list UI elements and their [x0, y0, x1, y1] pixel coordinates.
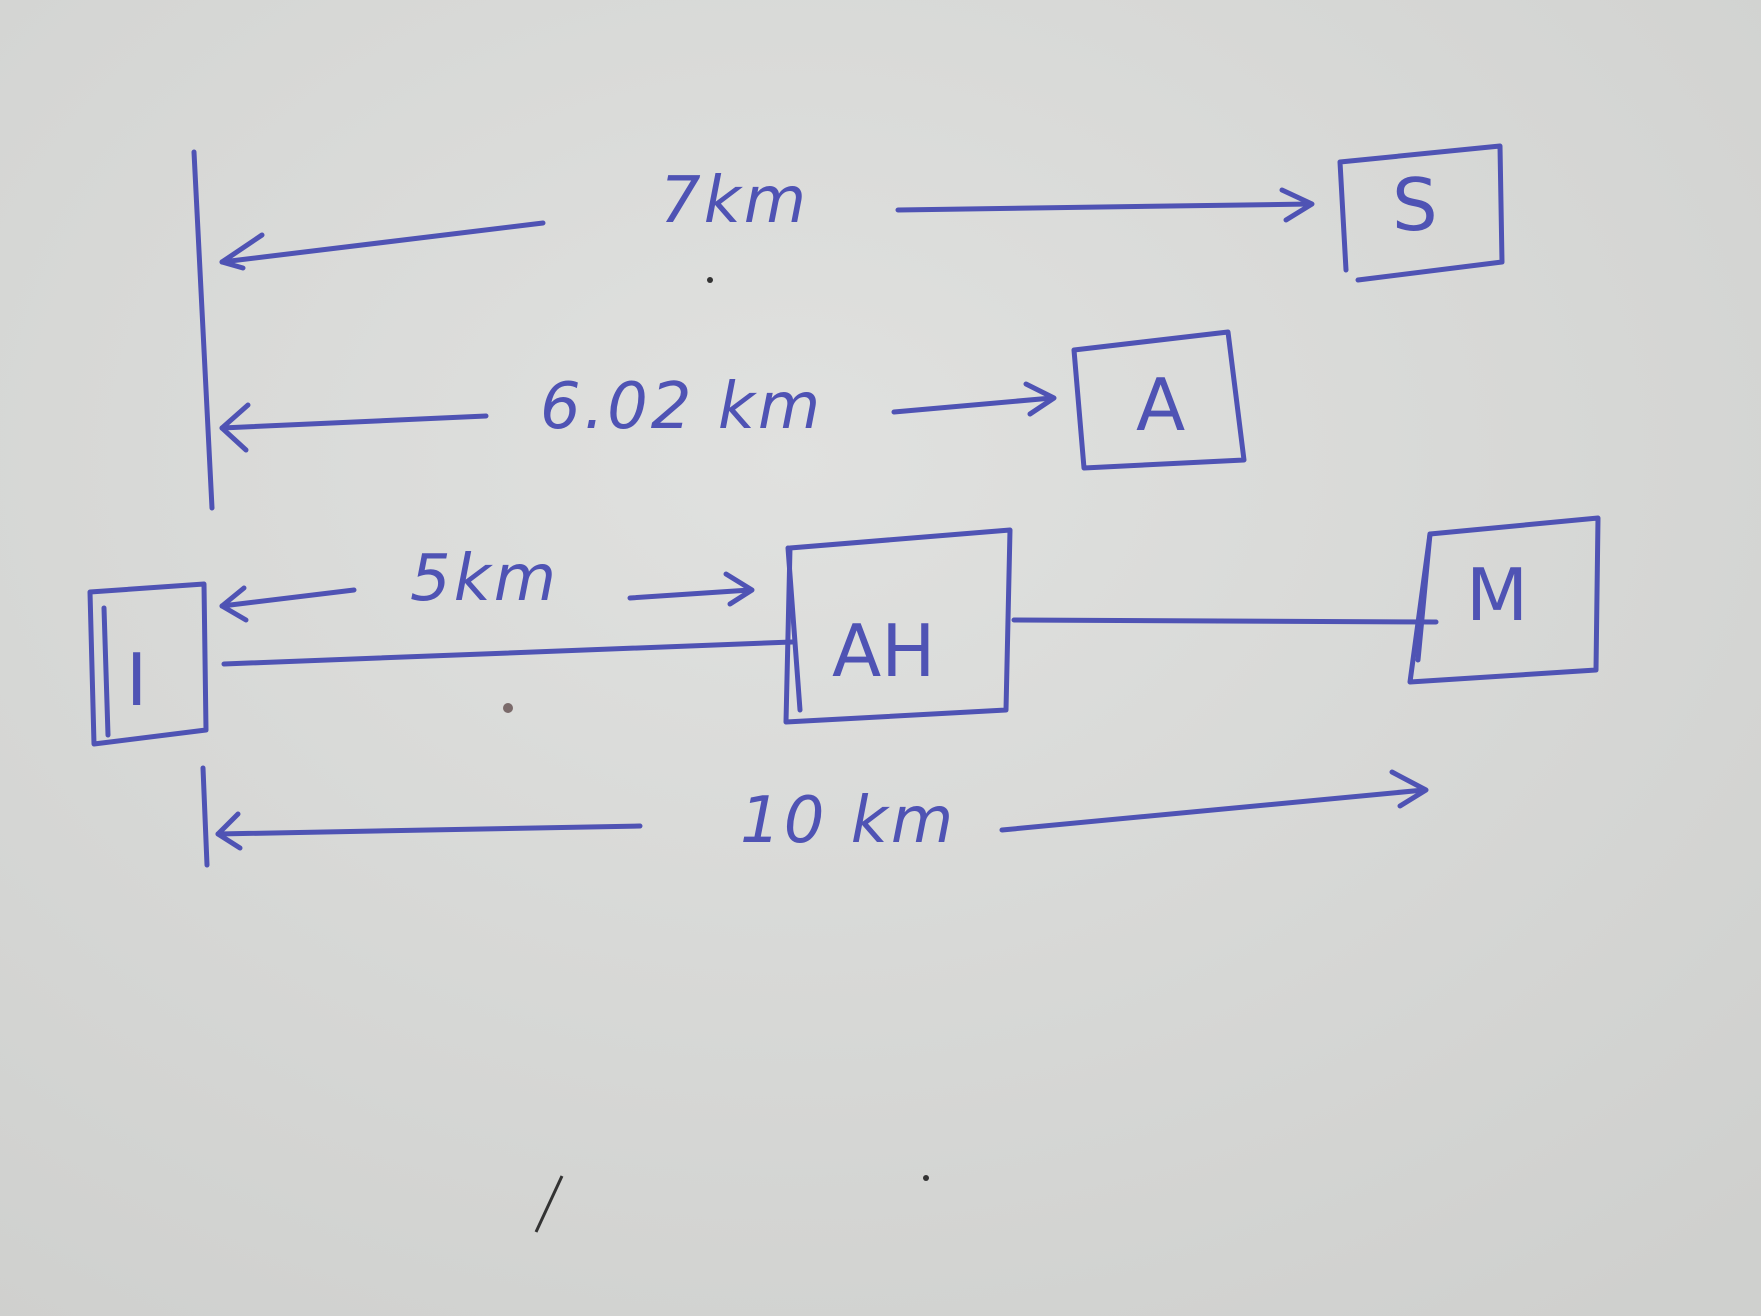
distance-label-I-to-AH: 5km: [410, 542, 559, 616]
paper-scratch: [534, 1175, 564, 1233]
reference-line-top: [191, 149, 215, 511]
node-A: A: [1071, 329, 1247, 471]
node-S: S: [1337, 143, 1505, 283]
reference-line-bottom: [200, 765, 210, 868]
distance-label-to-S: 7km: [660, 164, 809, 238]
node-label-AH: AH: [832, 609, 935, 693]
node-label-S: S: [1392, 163, 1438, 247]
node-I: I: [87, 581, 209, 747]
dimension-to-A: 6.02 km: [219, 370, 1057, 453]
node-label-A: A: [1136, 363, 1185, 447]
dimension-I-to-AH: 5km: [219, 542, 755, 623]
node-AH: AH: [783, 527, 1013, 725]
distance-label-to-A: 6.02 km: [540, 370, 823, 444]
paper-speck: [707, 277, 713, 283]
paper-speck: [923, 1175, 929, 1181]
node-label-M: M: [1466, 553, 1528, 637]
connector-I-to-AH: [221, 639, 795, 667]
distance-label-to-M: 10 km: [740, 784, 956, 858]
dimension-to-M: 10 km: [215, 769, 1429, 858]
connector-AH-to-M: [1011, 617, 1439, 625]
node-label-I: I: [126, 638, 147, 722]
node-M: M: [1407, 515, 1601, 685]
paper-speck: [503, 703, 513, 713]
dimension-to-S: 7km: [219, 164, 1315, 271]
